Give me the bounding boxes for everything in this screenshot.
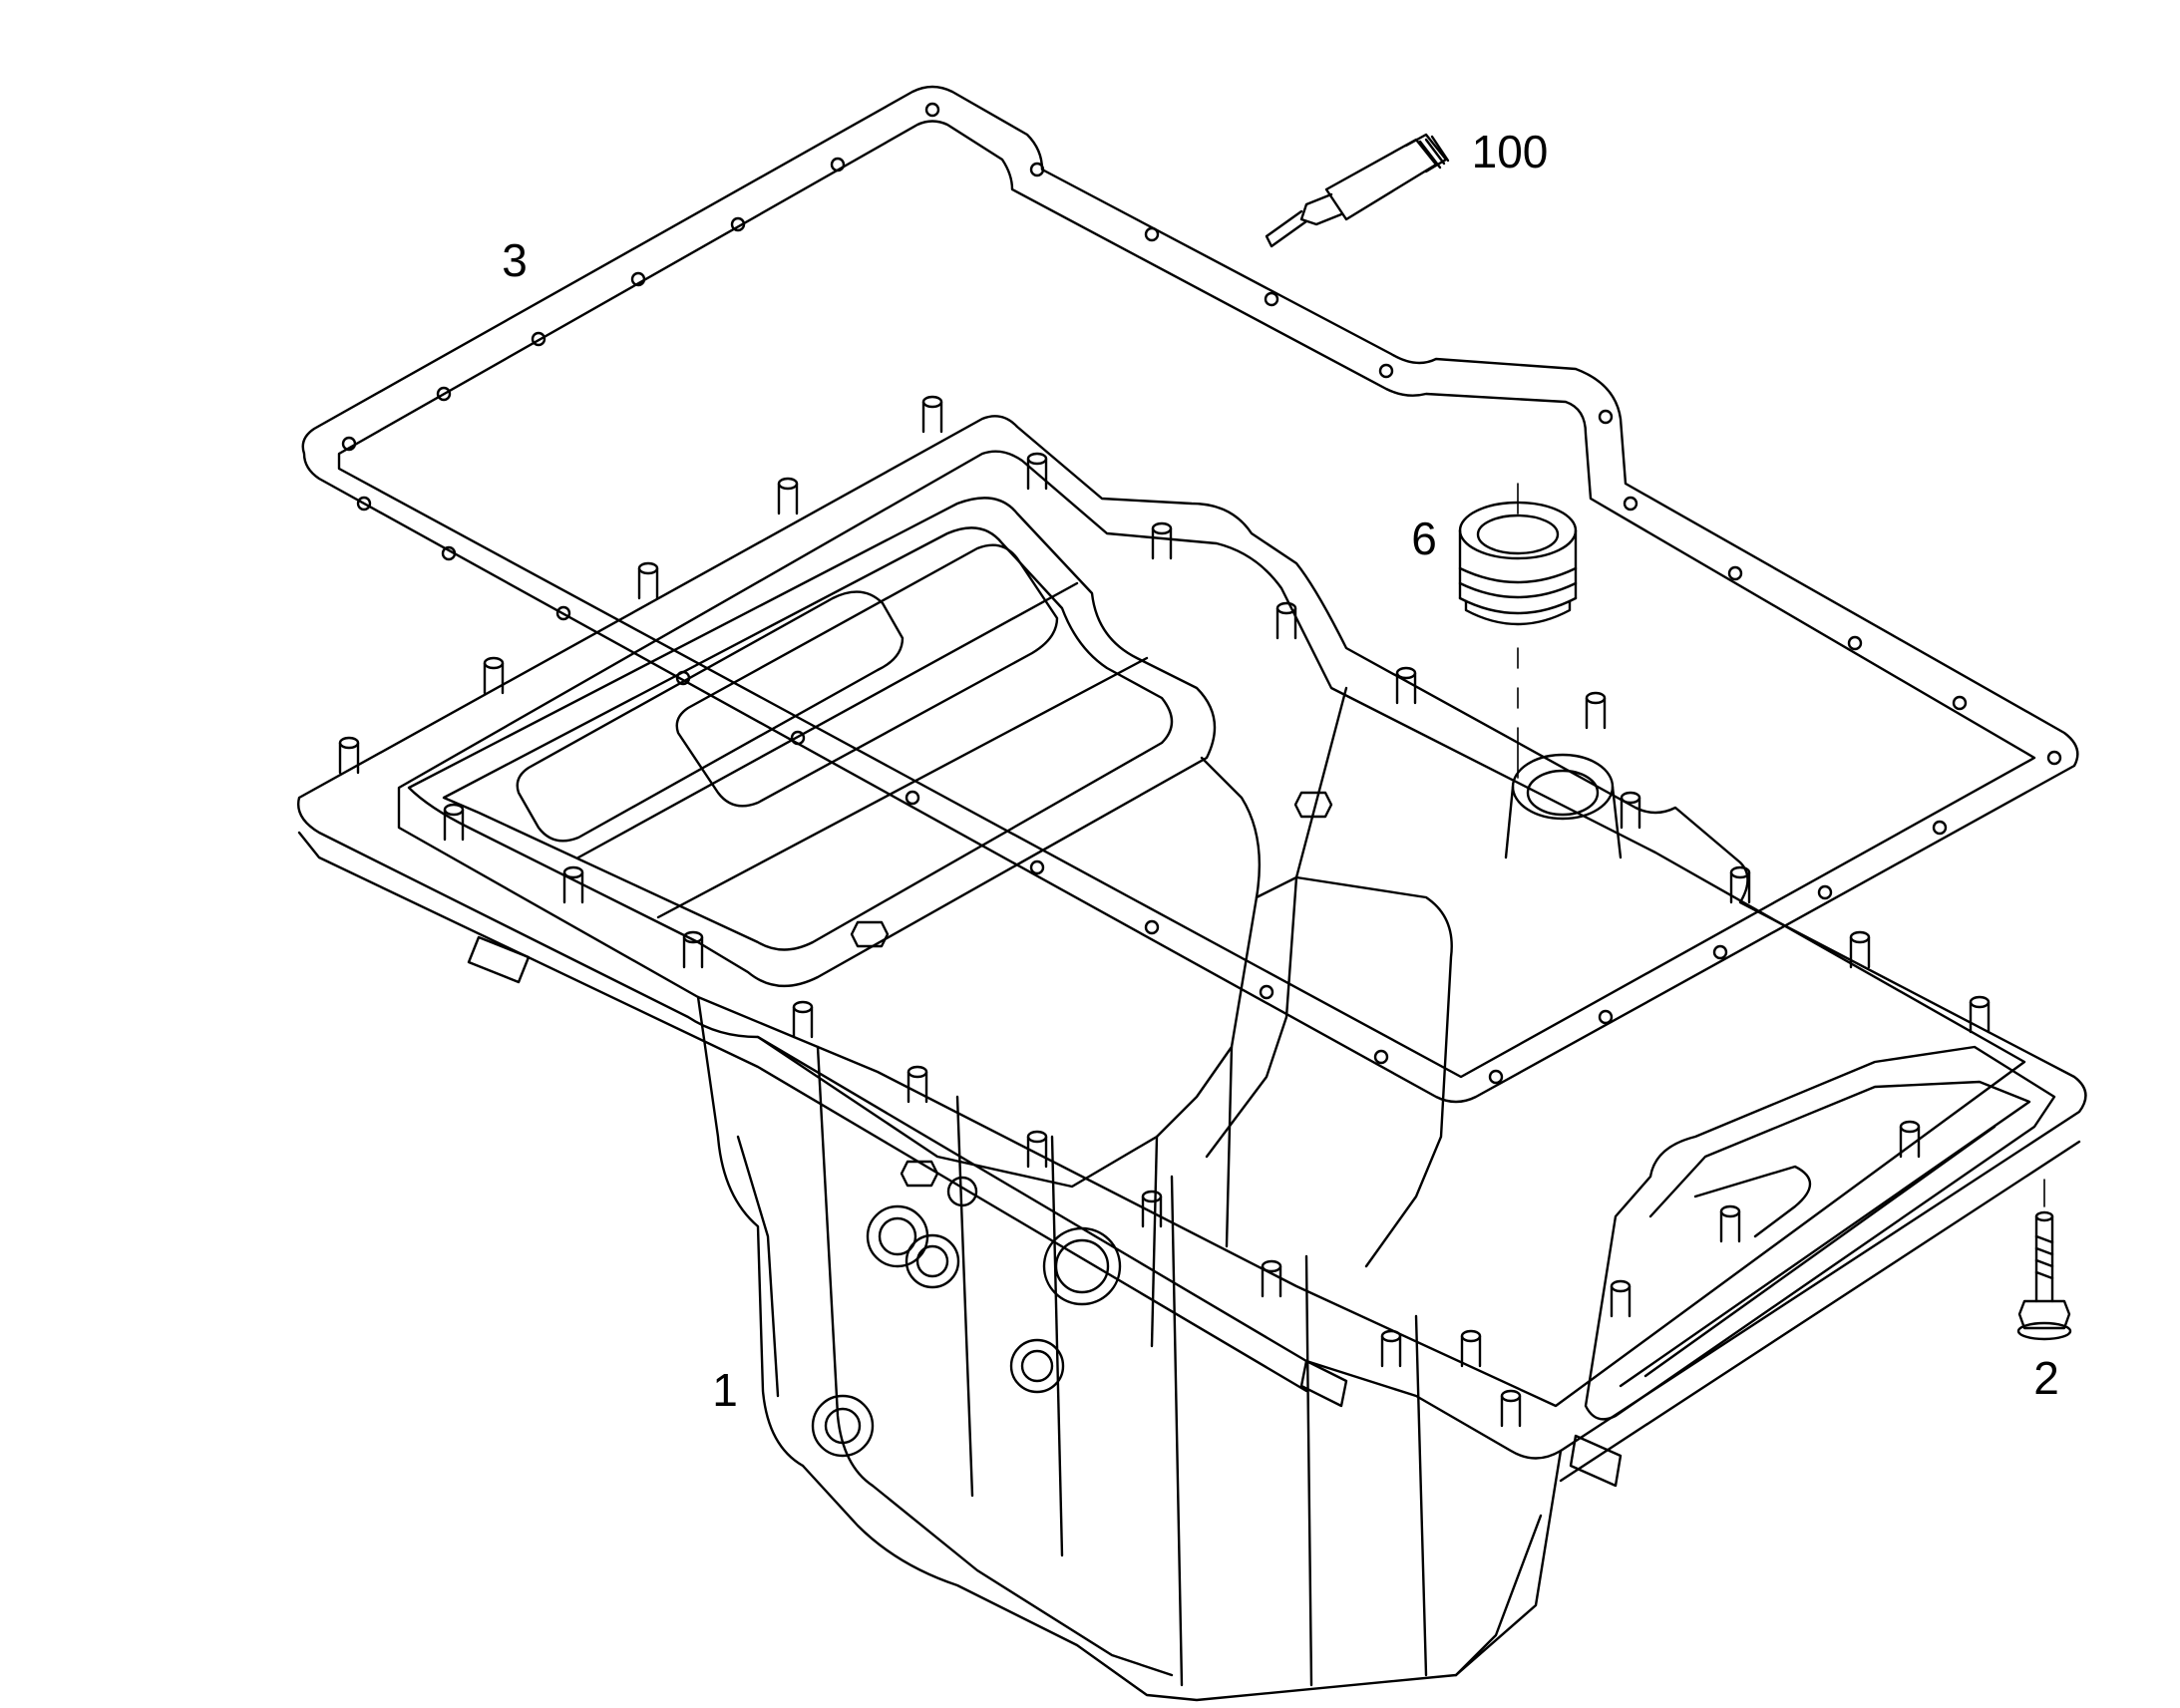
gasket: [301, 85, 2079, 1104]
callout-3: 3: [502, 234, 528, 286]
callout-6: 6: [1411, 512, 1437, 564]
sealant-tube: [1265, 133, 1450, 248]
oil-pan: [297, 395, 2087, 1702]
pan-studs: [338, 395, 1991, 1428]
callout-1: 1: [712, 1364, 738, 1416]
callout-2: 2: [2033, 1352, 2059, 1404]
callout-labels: 1 2 3 6 100: [502, 126, 2059, 1416]
bolt: [2016, 1179, 2072, 1341]
callout-100: 100: [1472, 126, 1549, 177]
plug-sleeve: [1458, 501, 1578, 626]
